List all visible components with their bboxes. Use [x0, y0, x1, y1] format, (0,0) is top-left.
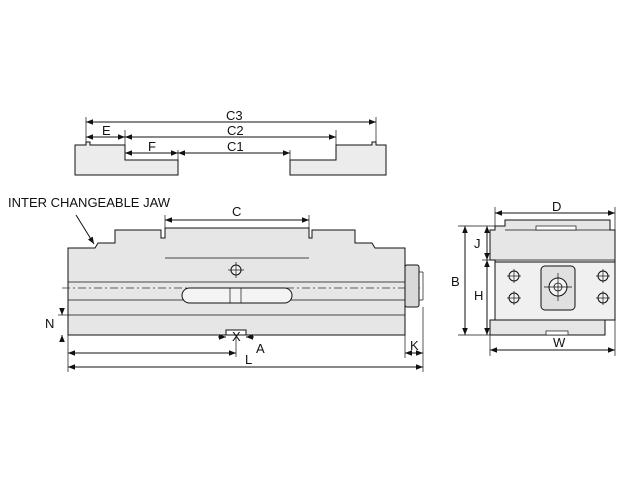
vise-side-view — [489, 219, 616, 336]
dim-c1-label: C1 — [227, 139, 244, 154]
dim-n-label: N — [45, 316, 54, 331]
vise-body — [67, 227, 406, 336]
callout-label: INTER CHANGEABLE JAW — [8, 195, 171, 210]
dim-e: E — [86, 123, 125, 140]
bottom-notch — [545, 330, 569, 336]
dim-j-label: J — [474, 236, 481, 251]
dim-x-label: X — [232, 329, 241, 344]
dim-d: D — [494, 199, 616, 230]
vise-front-view — [62, 227, 424, 336]
dim-a: A — [68, 335, 265, 357]
dim-c2: C2 — [125, 123, 336, 140]
dim-b: B — [451, 225, 482, 336]
dim-e-label: E — [102, 123, 111, 138]
dim-f: F — [125, 139, 178, 156]
dim-n: N — [45, 308, 68, 342]
dim-l: L — [67, 307, 424, 372]
top-notch — [535, 225, 577, 231]
dim-h-label: H — [474, 288, 483, 303]
dim-k-label: K — [410, 338, 419, 353]
dim-k: K — [405, 338, 423, 356]
spindle-end — [404, 264, 420, 308]
right-jaw — [289, 141, 387, 176]
dim-f-label: F — [148, 139, 156, 154]
dim-l-label: L — [245, 352, 252, 367]
guide-slot — [181, 287, 293, 304]
dim-x: X — [218, 329, 254, 344]
dim-c: C — [164, 204, 310, 228]
dim-w-label: W — [553, 335, 566, 350]
dim-c-label: C — [232, 204, 241, 219]
dim-c1: C1 — [178, 139, 290, 156]
callout: INTER CHANGEABLE JAW — [8, 195, 171, 245]
dim-w: W — [489, 320, 616, 356]
left-jaw — [74, 141, 179, 176]
dim-c3-label: C3 — [226, 108, 243, 123]
dim-d-label: D — [552, 199, 561, 214]
dim-b-label: B — [451, 274, 460, 289]
dim-h: H — [474, 260, 490, 336]
dim-c2-label: C2 — [227, 123, 244, 138]
dim-c3: C3 — [86, 108, 376, 125]
dim-a-label: A — [256, 341, 265, 356]
